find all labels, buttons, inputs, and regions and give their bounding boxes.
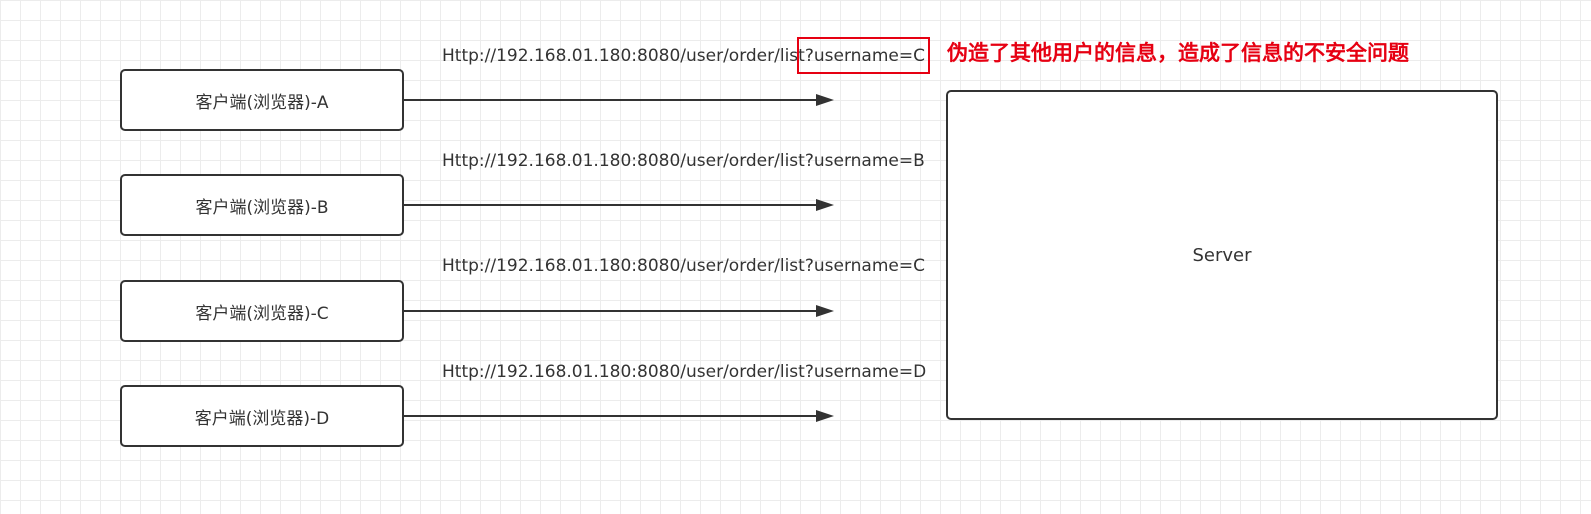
arrowhead-d [816,410,834,422]
client-label-a: 客户端(浏览器)-A [195,92,329,113]
server-box: Server [946,90,1498,420]
client-box-c: 客户端(浏览器)-C [120,280,404,342]
arrowhead-a [816,94,834,106]
client-label-d: 客户端(浏览器)-D [194,408,330,429]
client-label-b: 客户端(浏览器)-B [195,197,329,218]
request-url-b: Http://192.168.01.180:8080/user/order/li… [442,151,925,171]
server-label: Server [1192,244,1252,266]
client-box-a: 客户端(浏览器)-A [120,69,404,131]
security-warning-text: 伪造了其他用户的信息，造成了信息的不安全问题 [947,41,1409,65]
arrowhead-b [816,199,834,211]
request-url-a: Http://192.168.01.180:8080/user/order/li… [442,46,925,66]
forged-parameter-highlight [797,37,930,74]
request-url-c: Http://192.168.01.180:8080/user/order/li… [442,256,925,276]
request-url-d: Http://192.168.01.180:8080/user/order/li… [442,362,927,382]
client-box-d: 客户端(浏览器)-D [120,385,404,447]
arrowhead-c [816,305,834,317]
client-label-c: 客户端(浏览器)-C [195,303,329,324]
client-box-b: 客户端(浏览器)-B [120,174,404,236]
